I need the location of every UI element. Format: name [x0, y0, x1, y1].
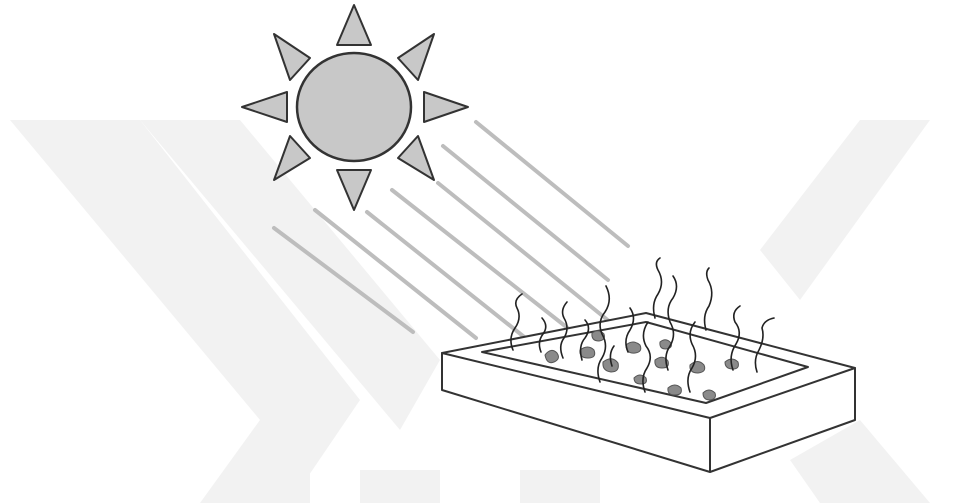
sun-triangle-bottom [337, 170, 371, 210]
ray-line [443, 146, 608, 280]
material-piece [703, 390, 715, 400]
watermark-bar-2 [360, 470, 440, 503]
sun-icon [297, 53, 411, 161]
sun-triangle-top-left [274, 34, 310, 80]
ray-line [438, 183, 620, 330]
watermark [10, 120, 930, 503]
sun-triangle-bottom-right [398, 136, 434, 180]
watermark-bar-1 [230, 470, 310, 503]
vapor-wisp [654, 258, 662, 318]
watermark-bar-3 [520, 470, 600, 503]
sun-triangle-right [424, 92, 468, 122]
drying-tray [442, 313, 855, 472]
material-piece [634, 375, 646, 384]
watermark-chevron-right [760, 120, 930, 300]
sun-triangle-bottom-left [274, 136, 310, 180]
vapor-wisp [705, 268, 712, 330]
material-piece [580, 347, 595, 358]
sun-triangle-left [242, 92, 287, 122]
ray-line [392, 190, 574, 333]
material-piece [545, 350, 558, 362]
sun-triangle-top-right [398, 34, 434, 80]
ray-line [476, 122, 628, 246]
sun-triangle-top [337, 5, 371, 45]
material-piece [668, 385, 682, 395]
